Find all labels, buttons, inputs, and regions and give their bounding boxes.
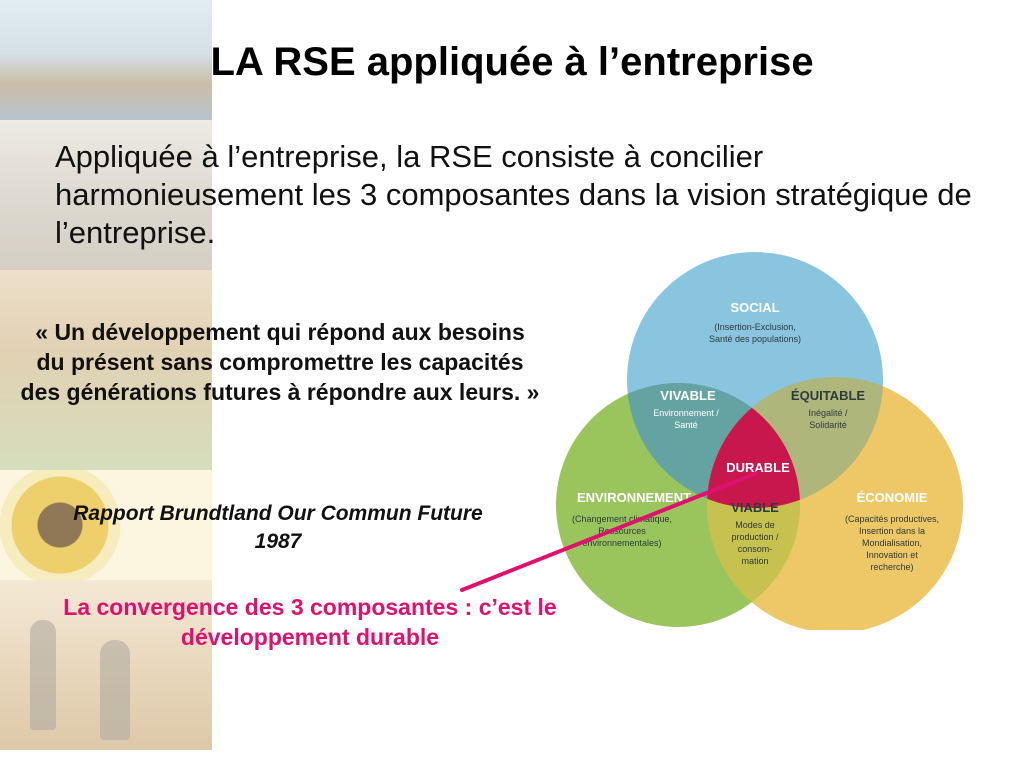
venn-diagram: SOCIAL (Insertion-Exclusion, Santé des p…	[556, 252, 963, 630]
economie-sub-2: Insertion dans la	[859, 526, 925, 536]
economie-sub-3: Mondialisation,	[862, 538, 922, 548]
environnement-sub-1: (Changement climatique,	[572, 514, 672, 524]
vivable-sub-2: Santé	[674, 420, 698, 430]
building-photo	[0, 120, 212, 270]
viable-sub-3: consom-	[738, 544, 773, 554]
equitable-sub-1: Inégalité /	[808, 408, 848, 418]
brundtland-quote: « Un développement qui répond aux besoin…	[20, 319, 540, 405]
viable-sub-2: production /	[731, 532, 779, 542]
harbor-photo	[0, 0, 212, 120]
equitable-sub-2: Solidarité	[809, 420, 847, 430]
economie-sub-5: recherche)	[870, 562, 913, 572]
environnement-label: ENVIRONNEMENT	[577, 490, 691, 505]
social-sub-2: Santé des populations)	[709, 334, 801, 344]
environnement-sub-2: Ressources	[598, 526, 646, 536]
economie-label: ÉCONOMIE	[857, 490, 928, 505]
social-label: SOCIAL	[730, 300, 779, 315]
economie-sub-4: Innovation et	[866, 550, 918, 560]
slide-title: LA RSE appliquée à l’entreprise	[210, 40, 814, 84]
economie-sub-1: (Capacités productives,	[845, 514, 939, 524]
background-photo-strip	[0, 0, 212, 750]
vivable-sub-1: Environnement /	[653, 408, 719, 418]
sunflower-photo	[0, 470, 212, 580]
quote-source: Rapport Brundtland Our Commun Future 198…	[73, 502, 483, 553]
vivable-label: VIVABLE	[660, 388, 716, 403]
intro-paragraph: Appliquée à l’entreprise, la RSE consist…	[55, 139, 972, 250]
equitable-label: ÉQUITABLE	[791, 388, 865, 403]
durable-overlap	[707, 383, 800, 508]
convergence-note: La convergence des 3 composantes : c’est…	[63, 594, 557, 650]
people-photo	[0, 580, 212, 750]
viable-sub-1: Modes de	[735, 520, 775, 530]
durable-label: DURABLE	[726, 460, 790, 475]
viable-label: VIABLE	[731, 500, 779, 515]
environnement-sub-3: environnementales)	[582, 538, 661, 548]
worker-photo	[0, 270, 212, 470]
social-sub-1: (Insertion-Exclusion,	[714, 322, 796, 332]
viable-sub-4: mation	[741, 556, 768, 566]
